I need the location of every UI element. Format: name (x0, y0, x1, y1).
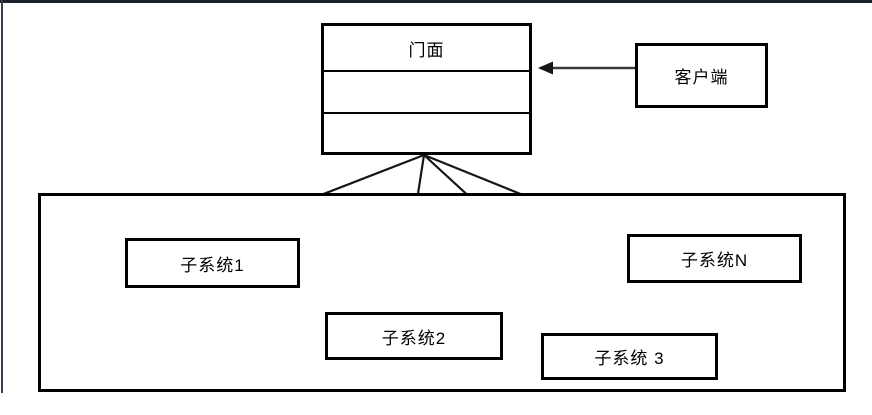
subsystem-1-box: 子系统1 (125, 238, 300, 288)
subsystem-3-label: 子系统 3 (594, 349, 665, 368)
frame-top-border (0, 0, 872, 3)
client-box: 客户端 (635, 43, 768, 108)
subsystem-1-label: 子系统1 (180, 255, 245, 275)
frame-left-border (1, 0, 3, 393)
facade-operations-compartment (324, 112, 529, 152)
subsystem-2-label: 子系统2 (381, 328, 447, 348)
facade-name-compartment: 门面 (324, 26, 529, 70)
facade-class-box: 门面 (321, 23, 532, 155)
subsystem-n-box: 子系统N (627, 234, 802, 283)
subsystem-3-box: 子系统 3 (541, 333, 718, 380)
client-label: 客户端 (674, 68, 729, 87)
facade-label: 门面 (408, 40, 445, 60)
facade-attributes-compartment (324, 70, 529, 112)
subsystem-n-label: 子系统N (680, 251, 749, 270)
subsystem-2-box: 子系统2 (325, 312, 503, 360)
subsystems-container-box (38, 193, 846, 392)
